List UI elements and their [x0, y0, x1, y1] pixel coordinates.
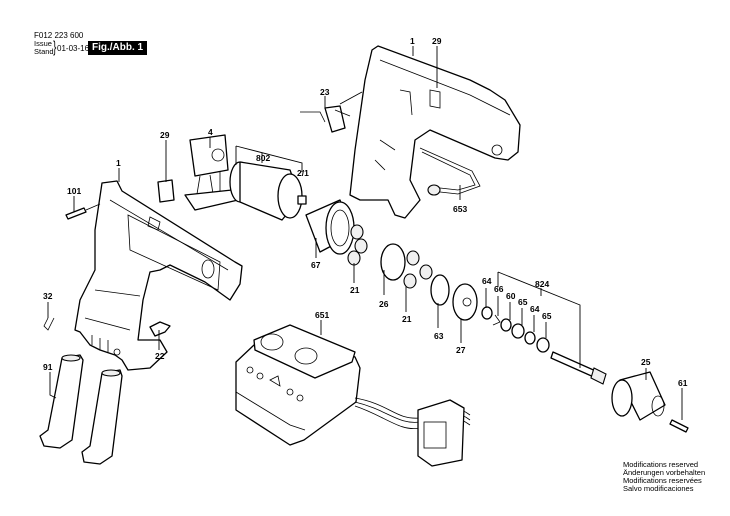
label-65-a: 65	[518, 297, 528, 307]
label-60: 60	[506, 291, 516, 301]
label-27: 27	[456, 345, 466, 355]
label-66: 66	[494, 284, 504, 294]
label-2-1: 2/1	[297, 168, 309, 178]
notice-fr: Modifications reservées	[623, 476, 702, 485]
stand-label: Stand	[34, 47, 54, 56]
label-25: 25	[641, 357, 651, 367]
housing-left	[74, 180, 243, 371]
spindle-stack	[481, 306, 607, 385]
notice-es: Salvo modificaciones	[623, 484, 694, 493]
direction-switch-23	[300, 91, 363, 133]
planet-gears	[347, 224, 433, 289]
washer-63	[430, 274, 450, 306]
label-23: 23	[320, 87, 330, 97]
label-22: 22	[155, 351, 165, 361]
figure-label: Fig./Abb. 1	[88, 41, 148, 55]
label-1-right: 1	[410, 36, 415, 46]
label-1-left: 1	[116, 158, 121, 168]
part-code: F012 223 600	[34, 31, 84, 40]
drill-chuck	[611, 371, 666, 421]
label-67: 67	[311, 260, 321, 270]
label-29-top: 29	[432, 36, 442, 46]
switch-assembly	[157, 134, 239, 211]
label-21-a: 21	[350, 285, 360, 295]
brace-glyph: }	[53, 39, 57, 56]
spring-32	[43, 317, 55, 331]
label-802: 802	[256, 153, 270, 163]
label-101: 101	[67, 186, 81, 196]
charger-cord-adapter	[354, 397, 471, 467]
label-824: 824	[535, 279, 549, 289]
motor	[229, 161, 307, 221]
housing-right	[349, 45, 521, 219]
issue-date: 01-03-16	[57, 44, 90, 53]
planet-carrier-27	[452, 283, 478, 321]
label-63: 63	[434, 331, 444, 341]
charger-651	[235, 324, 361, 446]
label-21-b: 21	[402, 314, 412, 324]
label-653: 653	[453, 204, 467, 214]
clip-22	[149, 321, 171, 337]
planet-carrier-26	[380, 243, 406, 281]
label-91: 91	[43, 362, 53, 372]
label-26: 26	[379, 299, 389, 309]
label-4: 4	[208, 127, 213, 137]
ring-gear	[305, 199, 355, 255]
label-65-b: 65	[542, 311, 552, 321]
label-64-b: 64	[530, 304, 540, 314]
bracket-824	[497, 271, 581, 368]
leader-91	[49, 372, 57, 399]
bracket-802	[235, 145, 303, 172]
issue-label: Issue	[34, 39, 52, 48]
light-cable-653	[419, 147, 481, 196]
label-32: 32	[43, 291, 53, 301]
label-29-left: 29	[160, 130, 170, 140]
screw-101	[65, 203, 101, 220]
modifications-notice: Modifications reserved Änderungen vorbeh…	[623, 461, 705, 493]
label-64-a: 64	[482, 276, 492, 286]
notice-en: Modifications reserved	[623, 460, 699, 469]
label-61: 61	[678, 378, 688, 388]
notice-de: Änderungen vorbehalten	[623, 468, 706, 477]
chuck-screw-61	[669, 419, 689, 433]
issue-stand-labels: Issue Stand	[34, 40, 54, 56]
label-651: 651	[315, 310, 329, 320]
battery-packs	[39, 354, 123, 465]
